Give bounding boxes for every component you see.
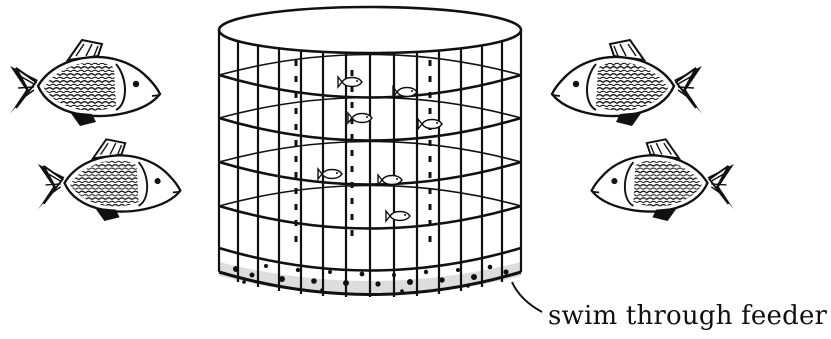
cylindrical-cage-feeder-icon bbox=[219, 7, 521, 297]
fish-icon bbox=[592, 139, 735, 221]
fish-icon bbox=[38, 139, 181, 221]
callout-leader-line bbox=[512, 282, 542, 312]
fish-icon bbox=[552, 40, 702, 126]
fish-icon bbox=[10, 40, 160, 126]
callout-label: swim through feeder bbox=[548, 301, 827, 331]
